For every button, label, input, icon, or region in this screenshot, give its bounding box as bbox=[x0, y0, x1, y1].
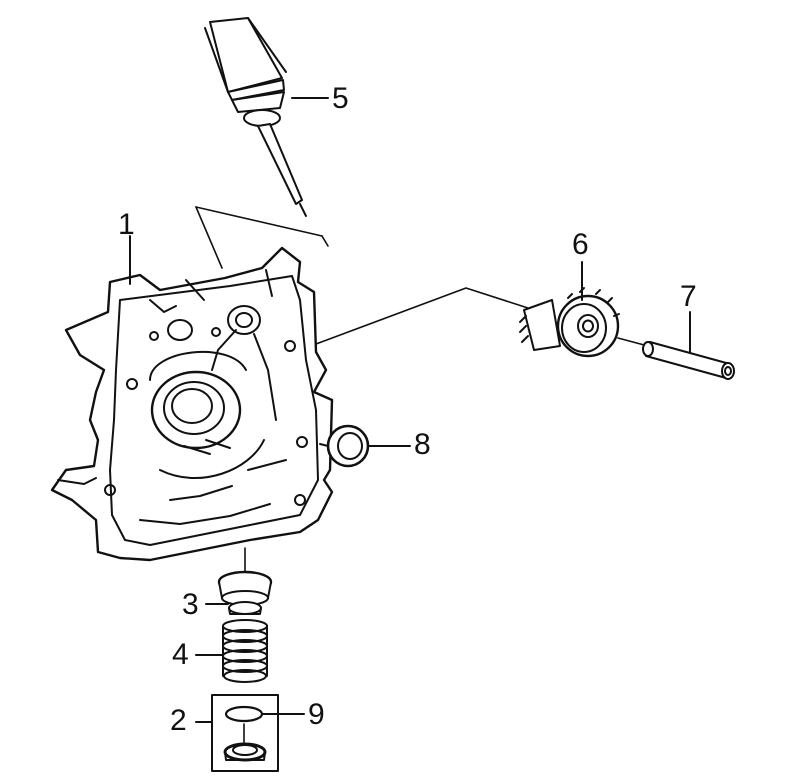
cap-part-3 bbox=[217, 570, 273, 615]
callout-8: 8 bbox=[414, 428, 431, 461]
leader-lines bbox=[129, 97, 691, 723]
callout-5: 5 bbox=[332, 82, 349, 115]
callout-2: 2 bbox=[170, 704, 187, 737]
o-ring-part-9 bbox=[224, 705, 264, 723]
gear-part-6 bbox=[519, 287, 620, 358]
callout-3: 3 bbox=[182, 588, 199, 621]
filter-kit-box-part-2 bbox=[211, 694, 279, 772]
callout-4: 4 bbox=[172, 638, 189, 671]
crankcase-part-1 bbox=[50, 246, 334, 562]
guide-line-case-to-gear bbox=[315, 287, 529, 345]
callout-9: 9 bbox=[308, 698, 325, 731]
shaft-part-7 bbox=[642, 341, 735, 380]
oil-seal-part-8 bbox=[319, 424, 370, 468]
guide-lines-dipstick bbox=[195, 206, 329, 269]
callout-7: 7 bbox=[680, 280, 697, 313]
callout-6: 6 bbox=[572, 228, 589, 261]
dipstick-part-5 bbox=[204, 17, 307, 217]
callout-1: 1 bbox=[118, 208, 135, 241]
spring-part-4 bbox=[222, 619, 268, 683]
